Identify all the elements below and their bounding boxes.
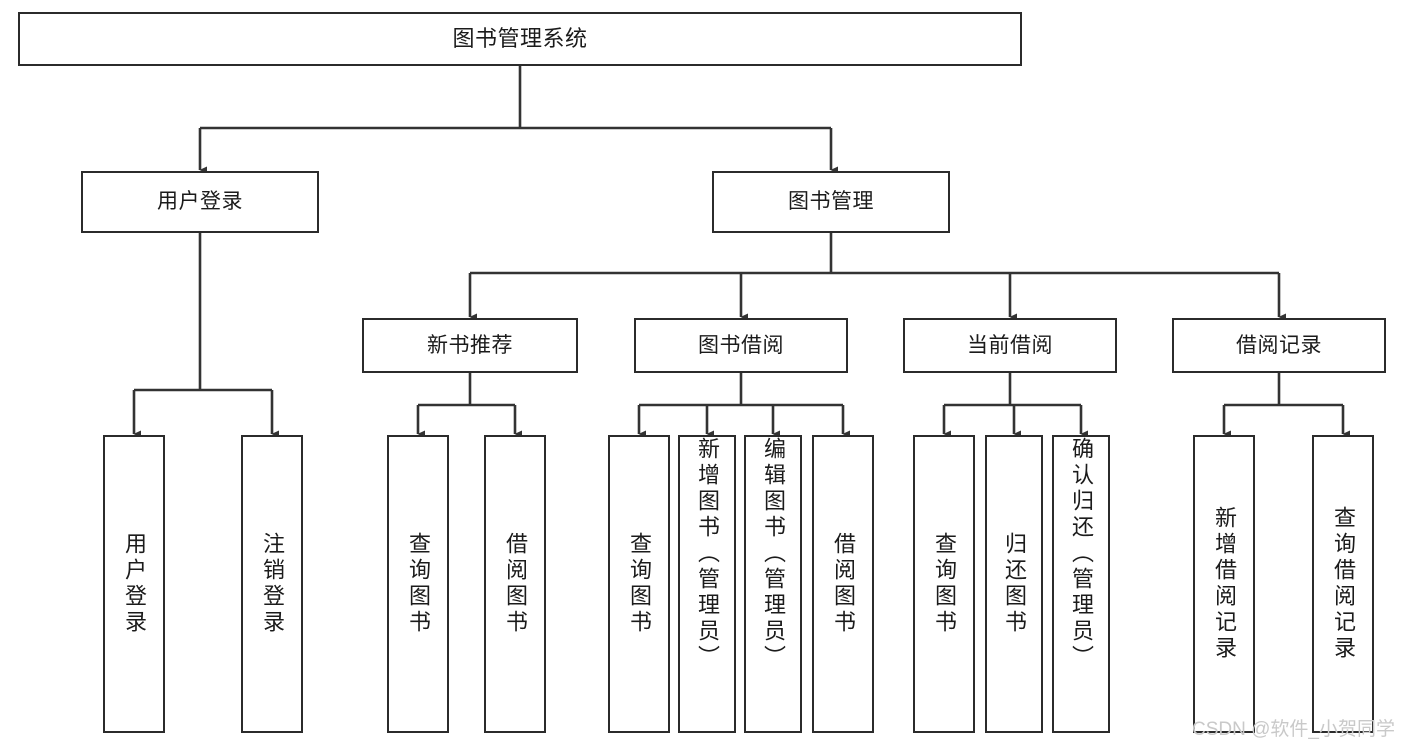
- csdn-watermark: CSDN @软件_小贺同学: [1192, 719, 1395, 740]
- node-l3-bb-query[interactable]: 查询图书: [608, 435, 670, 733]
- node-label: 借阅图书: [503, 532, 528, 636]
- node-l3-cur-confirm[interactable]: 确认归还（管理员）: [1052, 435, 1110, 733]
- node-label: 查询图书: [406, 532, 431, 636]
- node-l3-nb-query[interactable]: 查询图书: [387, 435, 449, 733]
- node-label: 图书管理: [788, 190, 874, 214]
- node-l3-cur-query[interactable]: 查询图书: [913, 435, 975, 733]
- node-label: 新增借阅记录: [1212, 506, 1237, 662]
- node-label: 用户登录: [122, 532, 147, 636]
- node-l2-current[interactable]: 当前借阅: [903, 318, 1117, 373]
- node-label: 图书管理系统: [452, 25, 588, 51]
- node-l3-bb-edit[interactable]: 编辑图书（管理员）: [744, 435, 802, 733]
- node-label: 注销登录: [260, 532, 285, 636]
- node-l2-borrow[interactable]: 图书借阅: [634, 318, 848, 373]
- node-l2-newbook[interactable]: 新书推荐: [362, 318, 578, 373]
- node-label: 确认归还（管理员）: [1069, 437, 1094, 671]
- node-label: 当前借阅: [967, 333, 1053, 357]
- node-l3-cur-return[interactable]: 归还图书: [985, 435, 1043, 733]
- node-label: 归还图书: [1002, 532, 1027, 636]
- node-l3-rec-query[interactable]: 查询借阅记录: [1312, 435, 1374, 733]
- node-l3-userlogin[interactable]: 用户登录: [103, 435, 165, 733]
- node-label: 借阅记录: [1236, 333, 1322, 357]
- node-label: 查询图书: [932, 532, 957, 636]
- node-label: 查询图书: [627, 532, 652, 636]
- node-l3-logout[interactable]: 注销登录: [241, 435, 303, 733]
- node-label: 新增图书（管理员）: [695, 437, 720, 671]
- node-l3-bb-borrow[interactable]: 借阅图书: [812, 435, 874, 733]
- node-l2-record[interactable]: 借阅记录: [1172, 318, 1386, 373]
- node-label: 新书推荐: [427, 333, 513, 357]
- node-label: 图书借阅: [698, 333, 784, 357]
- node-label: 用户登录: [157, 190, 243, 214]
- node-label: 查询借阅记录: [1331, 506, 1356, 662]
- node-l1-book[interactable]: 图书管理: [712, 171, 950, 233]
- node-l3-nb-borrow[interactable]: 借阅图书: [484, 435, 546, 733]
- node-l3-bb-add[interactable]: 新增图书（管理员）: [678, 435, 736, 733]
- node-l3-rec-add[interactable]: 新增借阅记录: [1193, 435, 1255, 733]
- node-root[interactable]: 图书管理系统: [18, 12, 1022, 66]
- node-l1-login[interactable]: 用户登录: [81, 171, 319, 233]
- node-label: 借阅图书: [831, 532, 856, 636]
- node-label: 编辑图书（管理员）: [761, 437, 786, 671]
